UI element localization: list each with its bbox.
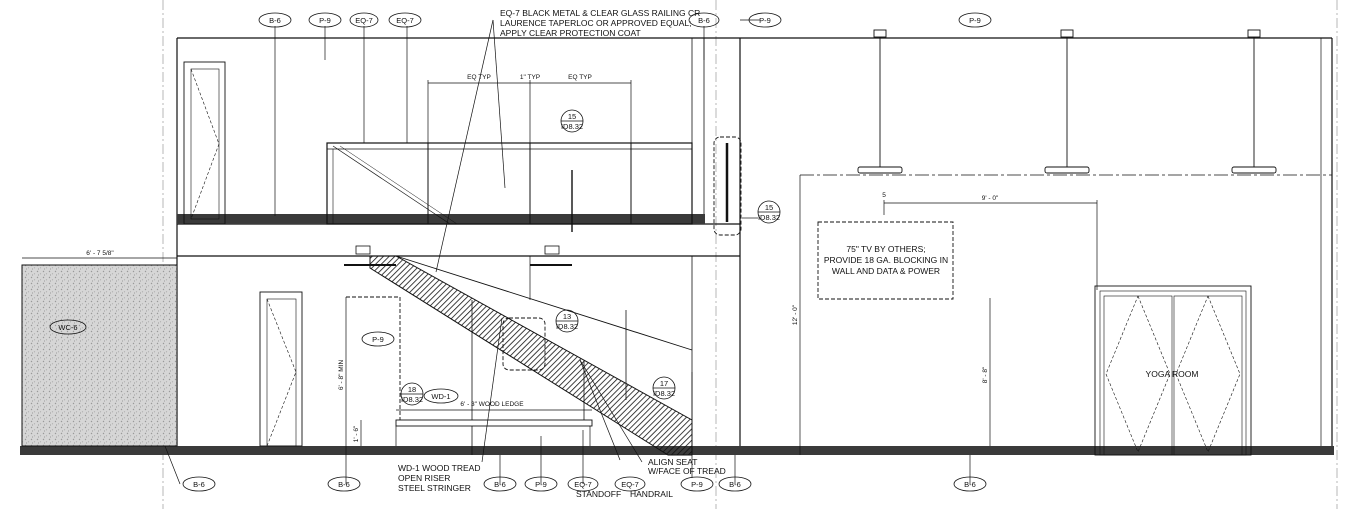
detail-13-sheet: ID8.32 (556, 322, 578, 331)
detail-15-b-num: 15 (765, 203, 773, 212)
dim-wc-width: 6' - 7 5/8" (86, 250, 114, 257)
tag-b6-top-2: B-6 (698, 16, 710, 25)
tag-b6-bottom-1: B-6 (193, 480, 205, 489)
tag-b6-bottom-5: B-6 (964, 480, 976, 489)
tag-p9-mid: P-9 (372, 335, 384, 344)
yoga-double-door (1094, 285, 1252, 456)
tread-note-line-3: STEEL STRINGER (398, 483, 471, 493)
detail-17-num: 17 (660, 379, 668, 388)
dim-eq-typ-1: EQ TYP (467, 74, 491, 81)
tag-ovals (49, 12, 992, 492)
railing-note-line-1: EQ-7 BLACK METAL & CLEAR GLASS RAILING C… (500, 8, 700, 18)
align-note-line-1: ALIGN SEAT (648, 457, 697, 467)
grid-lines (162, 0, 1338, 509)
dimension-lines (22, 80, 1098, 455)
tag-wd1: WD-1 (431, 392, 450, 401)
tread-note-line-1: WD-1 WOOD TREAD (398, 463, 480, 473)
tag-eq7-top-2: EQ-7 (396, 16, 414, 25)
tag-eq7-top-1: EQ-7 (355, 16, 373, 25)
wc6-wall-panel (21, 264, 178, 447)
railing-note-line-3: APPLY CLEAR PROTECTION COAT (500, 28, 641, 38)
dim-one-six: 1' - 6" (353, 425, 360, 442)
detail-17-sheet: ID8.32 (653, 389, 675, 398)
tag-b6-bottom-2: B-6 (338, 480, 350, 489)
tag-b6-bottom-4: B-6 (729, 480, 741, 489)
tag-p9-bottom-1: P-9 (535, 480, 547, 489)
align-note-line-2: W/FACE OF TREAD (648, 466, 726, 476)
tv-note-line-2: PROVIDE 18 GA. BLOCKING IN (824, 255, 948, 265)
detail-13-num: 13 (563, 312, 571, 321)
pendant-lights (857, 29, 1277, 174)
standoff-label: STANDOFF (576, 489, 621, 499)
tag-b6-top-1: B-6 (269, 16, 281, 25)
tag-b6-bottom-3: B-6 (494, 480, 506, 489)
dim-eq-typ-2: EQ TYP (568, 74, 592, 81)
tag-p9-top-2: P-9 (759, 16, 771, 25)
detail-circles (400, 109, 781, 406)
staircase (344, 255, 693, 456)
lower-door (259, 291, 303, 447)
tag-wc6: WC-6 (58, 323, 77, 332)
tag-p9-bottom-2: P-9 (691, 480, 703, 489)
leader-lines (164, 19, 971, 485)
detail-15-b-sheet: ID8.32 (758, 213, 780, 222)
tag-p9-top-3: P-9 (969, 16, 981, 25)
wall-lights (355, 245, 560, 255)
dim-ledge: 6' - 3" WOOD LEDGE (460, 401, 524, 408)
railing-note-line-2: LAURENCE TAPERLOC OR APPROVED EQUAL; (500, 18, 691, 28)
detail-15-a-num: 15 (568, 112, 576, 121)
building-outline (176, 37, 1333, 455)
upper-door (183, 61, 226, 225)
detail-15-a-sheet: ID8.32 (561, 122, 583, 131)
hidden-lines (346, 136, 954, 420)
upper-glass-railing (326, 142, 693, 232)
dim-eight-ft: 8' - 8" (982, 366, 989, 383)
yoga-room-label: YOGA ROOM (1146, 369, 1199, 379)
tread-note-line-2: OPEN RISER (398, 473, 450, 483)
tag-p9-top-1: P-9 (319, 16, 331, 25)
dim-five: 5 (882, 192, 886, 199)
tag-eq7-bottom-1: EQ-7 (574, 480, 592, 489)
tag-eq7-bottom-2: EQ-7 (621, 480, 639, 489)
detail-18-sheet: ID8.32 (401, 395, 423, 404)
detail-18-num: 18 (408, 385, 416, 394)
dim-twelve-ft: 12' - 0" (792, 304, 799, 325)
handrail-label: HANDRAIL (630, 489, 673, 499)
tv-note-line-1: 75" TV BY OTHERS; (846, 244, 925, 254)
tv-note-line-3: WALL AND DATA & POWER (832, 266, 940, 276)
dim-nine-ft: 9' - 0" (982, 195, 999, 202)
dim-six-min: 6' - 8" MIN (338, 360, 345, 391)
dim-one-typ: 1" TYP (520, 74, 540, 81)
